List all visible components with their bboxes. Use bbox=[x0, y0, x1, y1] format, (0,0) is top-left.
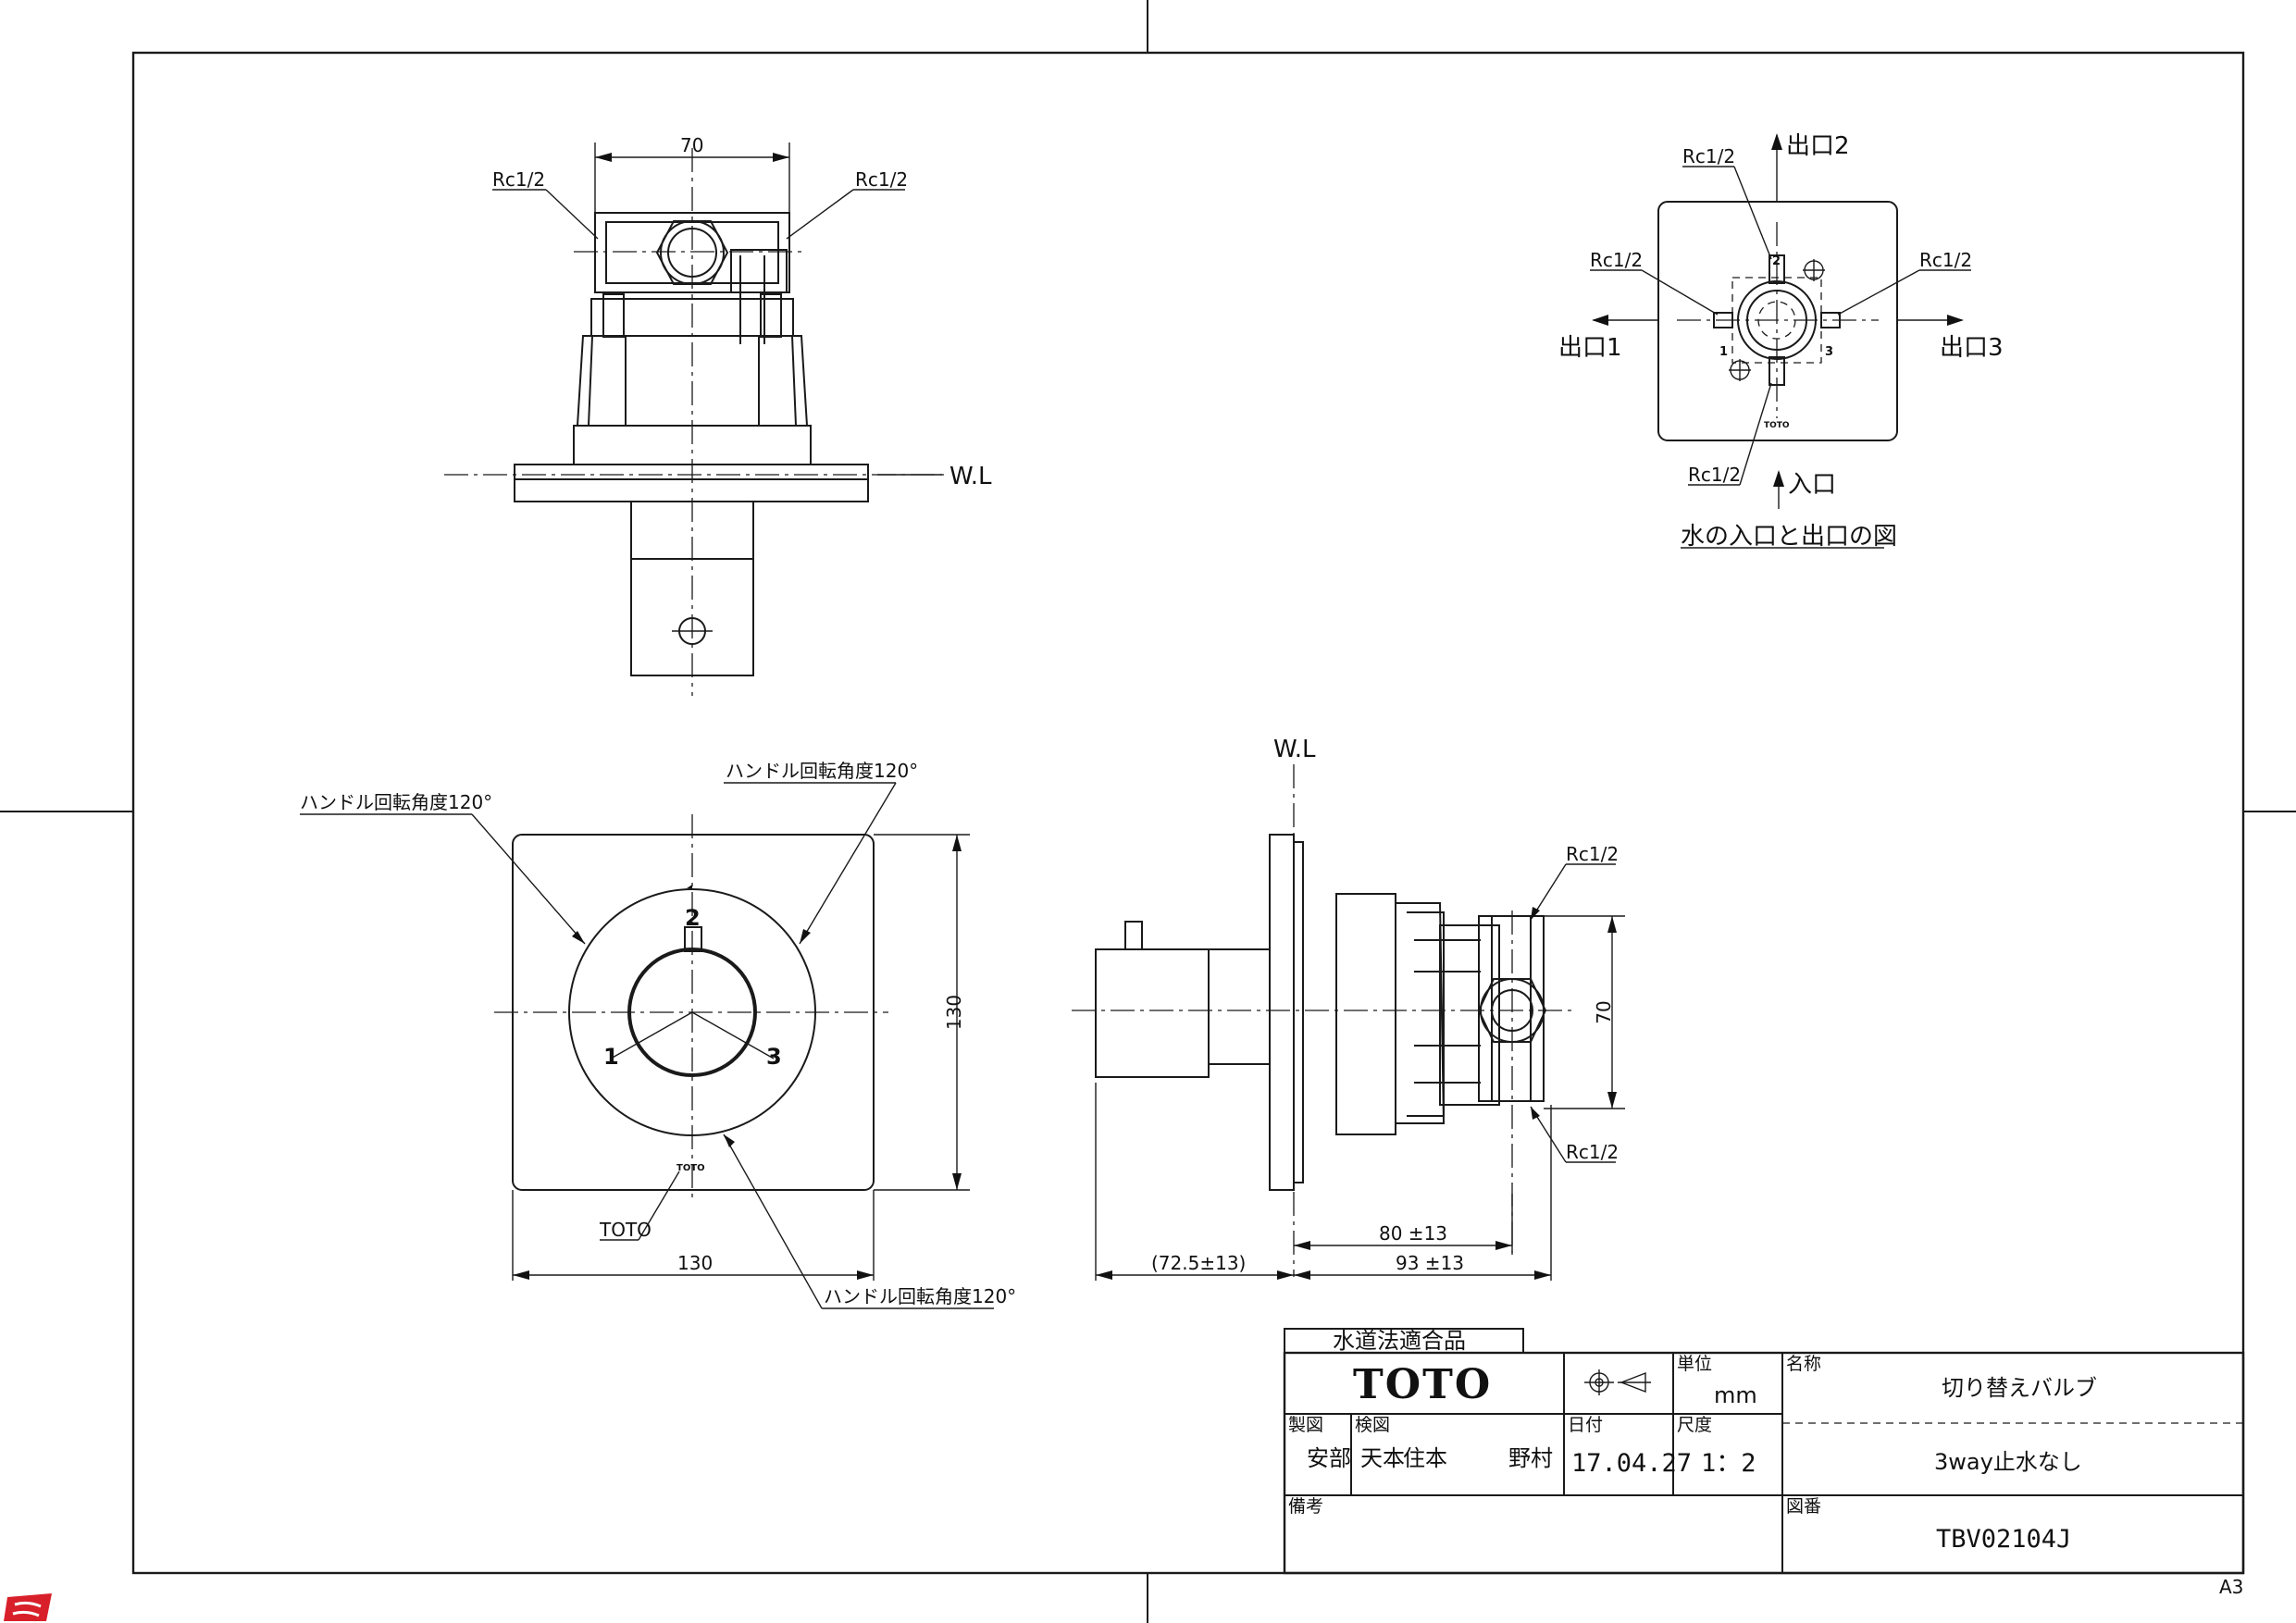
port-mini-logo: TOTO bbox=[1764, 421, 1790, 430]
front-dim-height: 130 bbox=[943, 995, 965, 1030]
side-thread-bottom: Rc1/2 bbox=[1566, 1141, 1619, 1163]
drawn-label: 製図 bbox=[1288, 1415, 1323, 1435]
side-dim-725: (72.5±13) bbox=[1151, 1252, 1246, 1274]
checked-by-1: 天本 bbox=[1360, 1445, 1405, 1471]
top-view bbox=[444, 142, 944, 696]
port-caption: 水の入口と出口の図 bbox=[1681, 523, 1897, 551]
front-angle-right: ハンドル回転角度120° bbox=[726, 760, 918, 782]
front-view bbox=[300, 782, 994, 1309]
date-label: 日付 bbox=[1568, 1415, 1603, 1435]
front-angle-bottom: ハンドル回転角度120° bbox=[824, 1285, 1016, 1307]
port-num-2: 2 bbox=[1772, 254, 1781, 268]
port-diagram bbox=[1590, 133, 1971, 549]
port-thread-top: Rc1/2 bbox=[1682, 145, 1735, 167]
port-num-3: 3 bbox=[1825, 345, 1833, 359]
side-thread-top: Rc1/2 bbox=[1566, 843, 1619, 865]
side-dim-93: 93 ±13 bbox=[1396, 1252, 1464, 1274]
corner-logo-icon bbox=[4, 1593, 52, 1621]
top-dim-width: 70 bbox=[680, 134, 703, 156]
checked-by-3: 野村 bbox=[1508, 1445, 1553, 1471]
side-dim-height: 70 bbox=[1593, 1000, 1615, 1023]
top-thread-right: Rc1/2 bbox=[855, 168, 908, 191]
drawing-no-label: 図番 bbox=[1786, 1496, 1821, 1517]
side-view bbox=[1072, 764, 1625, 1281]
port-inlet: 入口 bbox=[1788, 471, 1836, 499]
front-pos-2: 2 bbox=[685, 905, 701, 931]
top-thread-left: Rc1/2 bbox=[492, 168, 545, 191]
title-block bbox=[1283, 1328, 2245, 1575]
port-outlet2: 出口2 bbox=[1786, 132, 1850, 160]
checked-by-2: 住本 bbox=[1403, 1445, 1447, 1471]
front-plate-logo: TOTO bbox=[676, 1163, 705, 1173]
date-value: 17.04.27 bbox=[1571, 1449, 1692, 1478]
drawn-by: 安部 bbox=[1307, 1445, 1351, 1471]
port-thread-right: Rc1/2 bbox=[1919, 249, 1972, 271]
name-label: 名称 bbox=[1786, 1354, 1821, 1374]
top-water-level: W.L bbox=[949, 463, 992, 490]
port-thread-bottom: Rc1/2 bbox=[1688, 464, 1741, 486]
product-name: 切り替えバルブ bbox=[1942, 1375, 2097, 1401]
scale-label: 尺度 bbox=[1677, 1415, 1712, 1435]
port-outlet1: 出口1 bbox=[1558, 334, 1622, 362]
side-water-level: W.L bbox=[1273, 736, 1316, 763]
port-outlet3: 出口3 bbox=[1940, 334, 2004, 362]
checked-label: 検図 bbox=[1355, 1415, 1390, 1435]
side-dim-80: 80 ±13 bbox=[1379, 1222, 1447, 1245]
certification-label: 水道法適合品 bbox=[1333, 1328, 1466, 1354]
scale-value: 1：2 bbox=[1701, 1449, 1756, 1478]
front-angle-left: ハンドル回転角度120° bbox=[300, 791, 492, 813]
front-pos-1: 1 bbox=[603, 1044, 619, 1070]
title-logo: TOTO bbox=[1353, 1361, 1492, 1408]
front-dim-width: 130 bbox=[677, 1252, 713, 1274]
product-subtitle: 3way止水なし bbox=[1934, 1449, 2082, 1475]
port-thread-left: Rc1/2 bbox=[1590, 249, 1643, 271]
front-logo-callout: TOTO bbox=[599, 1219, 652, 1241]
front-pos-3: 3 bbox=[766, 1044, 782, 1070]
port-num-1: 1 bbox=[1719, 345, 1728, 359]
drawing-no: TBV02104J bbox=[1936, 1525, 2071, 1554]
remarks-label: 備考 bbox=[1288, 1496, 1323, 1517]
unit-label: 単位 bbox=[1677, 1354, 1712, 1374]
sheet-size-label: A3 bbox=[2219, 1576, 2243, 1598]
unit-value: mm bbox=[1714, 1382, 1757, 1408]
